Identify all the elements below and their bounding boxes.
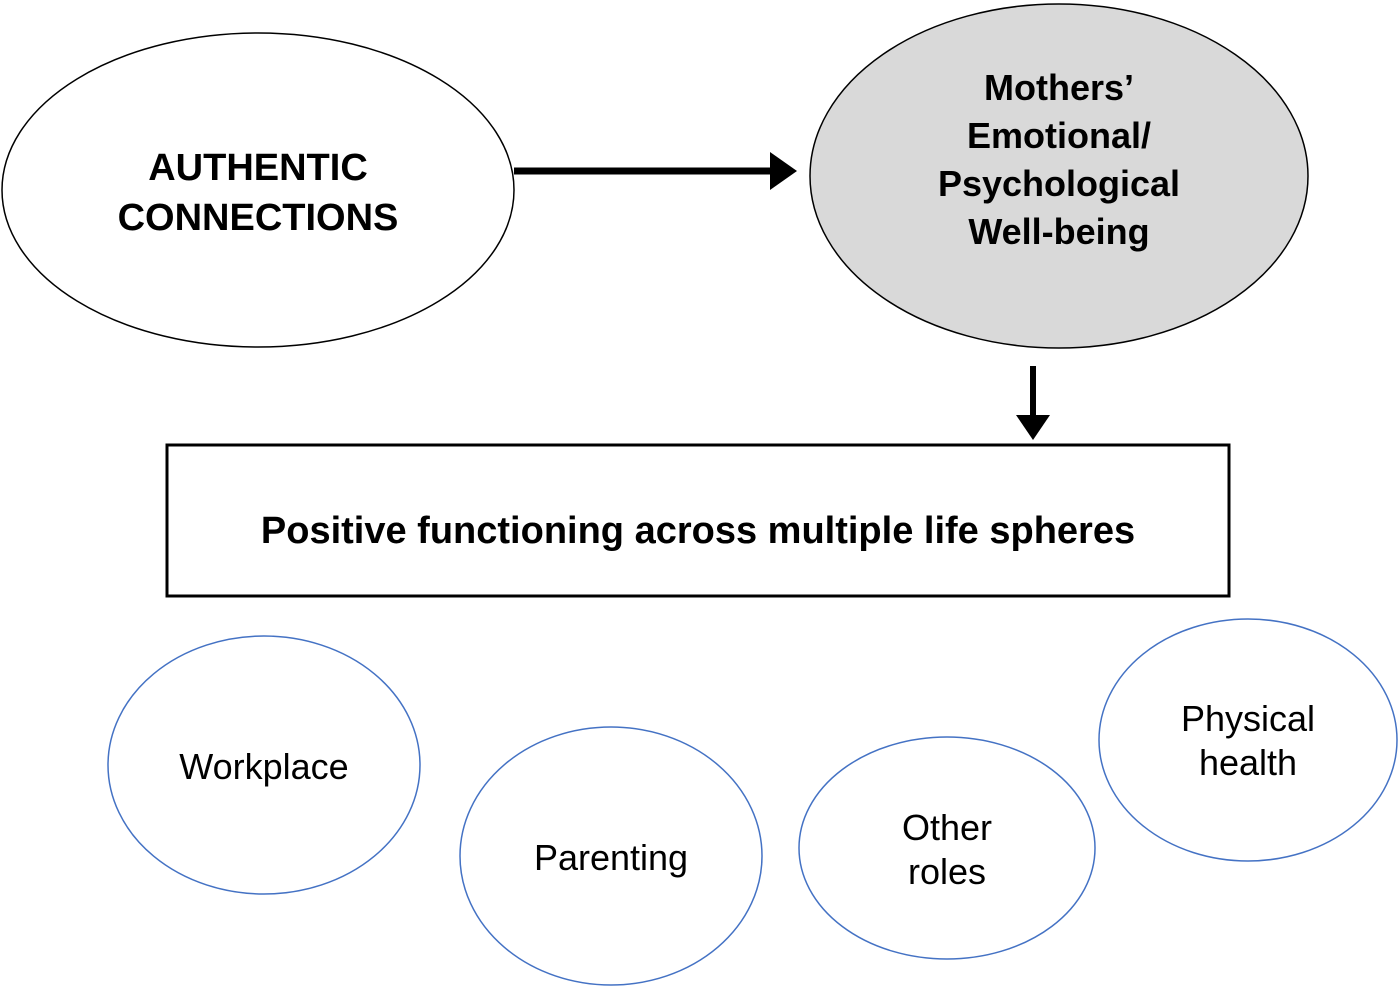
wellbeing-label-line3: Psychological: [938, 163, 1180, 204]
sphere-other-roles-label-line2: roles: [908, 851, 986, 892]
sphere-physical-health-ellipse: [1098, 618, 1398, 862]
sphere-physical-health-label-line1: Physical: [1181, 698, 1315, 739]
sphere-workplace: Workplace: [107, 635, 421, 895]
wellbeing-label-line4: Well-being: [968, 211, 1149, 252]
sphere-parenting: Parenting: [459, 726, 763, 986]
sphere-other-roles: Other roles: [798, 736, 1096, 960]
wellbeing-label-line1: Mothers’: [984, 67, 1134, 108]
sphere-physical-health-label-line2: health: [1199, 742, 1297, 783]
arrow-connections-to-wellbeing: [514, 152, 797, 190]
wellbeing-node: Mothers’ Emotional/ Psychological Well-b…: [809, 3, 1309, 349]
outcome-label: Positive functioning across multiple lif…: [261, 510, 1135, 552]
arrow-head-down: [1016, 415, 1050, 440]
sphere-physical-health: Physical health: [1098, 618, 1398, 862]
arrow-wellbeing-to-outcome: [1016, 366, 1050, 440]
sphere-parenting-label: Parenting: [534, 837, 688, 878]
authentic-connections-node: AUTHENTIC CONNECTIONS: [1, 32, 515, 348]
authentic-connections-ellipse: [1, 32, 515, 348]
wellbeing-label-line2: Emotional/: [967, 115, 1151, 156]
outcome-rect: [165, 443, 1231, 598]
outcome-box: Positive functioning across multiple lif…: [165, 443, 1231, 598]
authentic-connections-label-line1: AUTHENTIC: [148, 147, 368, 189]
sphere-parenting-ellipse: [459, 726, 763, 986]
arrow-head-right: [770, 152, 797, 190]
sphere-workplace-ellipse: [107, 635, 421, 895]
authentic-connections-label-line2: CONNECTIONS: [118, 197, 399, 239]
sphere-other-roles-label-line1: Other: [902, 807, 992, 848]
sphere-other-roles-ellipse: [798, 736, 1096, 960]
sphere-workplace-label: Workplace: [179, 746, 348, 787]
wellbeing-ellipse: [809, 3, 1309, 349]
